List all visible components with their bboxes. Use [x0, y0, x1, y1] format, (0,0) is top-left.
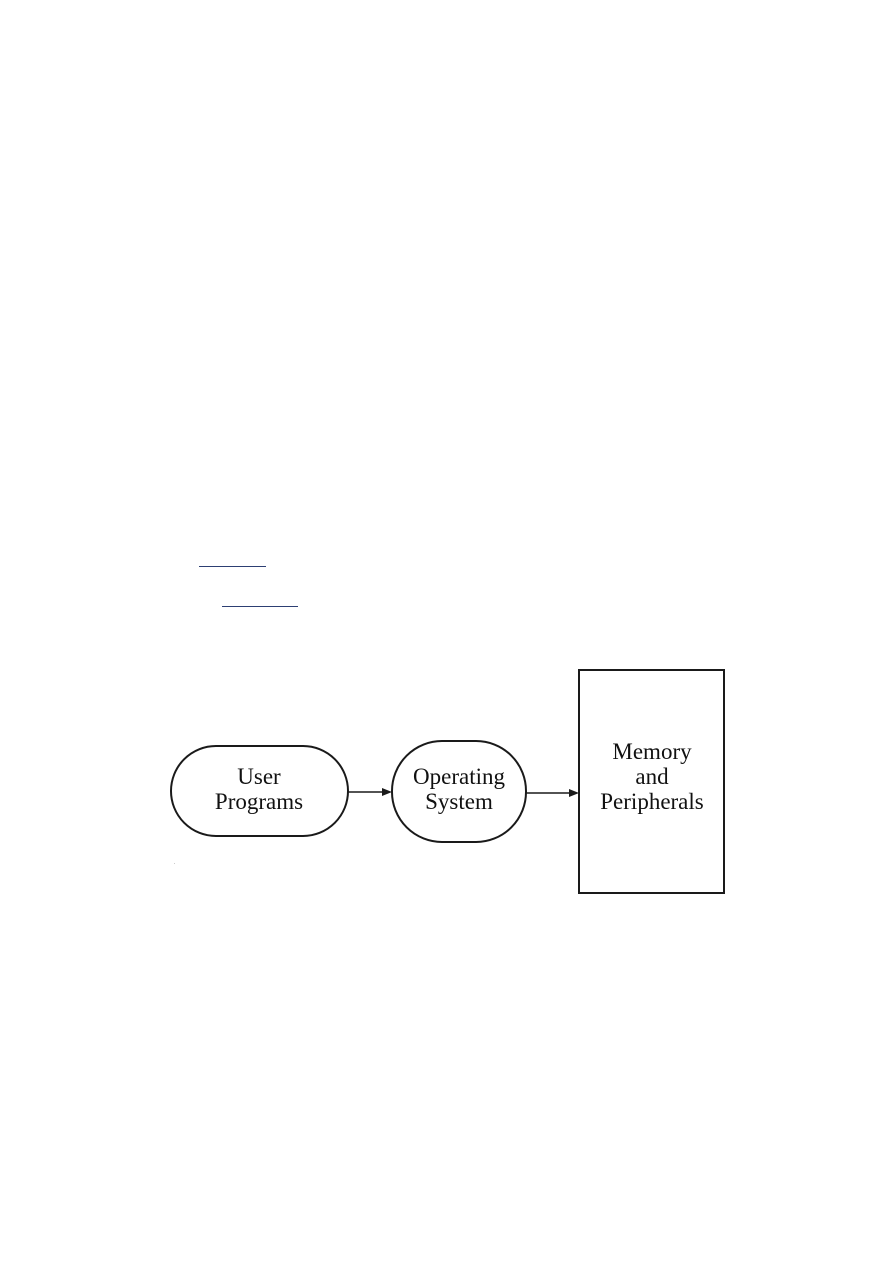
arrow-os-to-memory-head	[569, 789, 579, 797]
hyperlink-underline-2[interactable]	[222, 606, 298, 607]
user-programs-label-line-2: Programs	[214, 789, 304, 814]
memory-peripherals-label: Memory and Peripherals	[579, 739, 725, 814]
memory-peripherals-label-line-2: and	[635, 764, 669, 789]
os-layer-diagram: User Programs Operating System Memory an…	[160, 660, 740, 905]
operating-system-label: Operating System	[392, 764, 526, 814]
user-programs-label-line-1: User	[237, 764, 281, 789]
user-programs-label: User Programs	[170, 764, 348, 814]
user-programs-node-shape	[170, 745, 349, 837]
operating-system-label-line-1: Operating	[413, 764, 505, 789]
arrow-user-to-os-head	[382, 788, 392, 796]
scan-artifact	[174, 863, 175, 864]
memory-peripherals-label-line-1: Memory	[612, 739, 692, 764]
operating-system-node-shape	[391, 740, 527, 843]
diagram-shapes	[170, 669, 725, 894]
hyperlink-underline-1[interactable]	[199, 566, 266, 567]
memory-peripherals-node-shape	[578, 669, 725, 894]
memory-peripherals-label-line-3: Peripherals	[600, 789, 704, 814]
operating-system-label-line-2: System	[425, 789, 493, 814]
